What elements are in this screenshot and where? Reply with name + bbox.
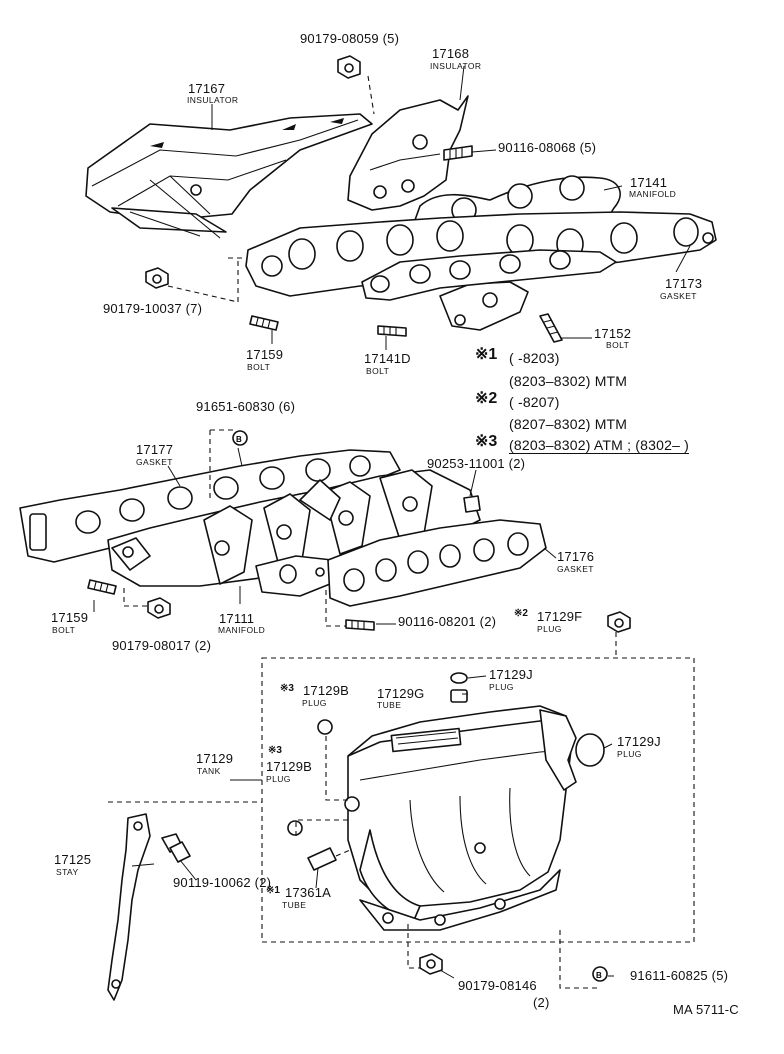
label-17129F-number: 17129F	[537, 609, 583, 624]
label-17173-number: 17173	[665, 276, 703, 291]
label-17129J-top-number: 17129J	[489, 667, 533, 682]
surge-tank-17129-shape	[344, 705, 577, 931]
label-17168-name: INSULATOR	[430, 61, 482, 71]
note-1-line2: (8203–8302) MTM	[509, 373, 628, 389]
label-17173-name: GASKET	[660, 291, 697, 301]
label-90116-08068: 90116-08068 (5)	[498, 140, 597, 155]
label-17159-top-number: 17159	[246, 347, 284, 362]
label-17176-number: 17176	[557, 549, 595, 564]
label-17129B-top-mark: ※3	[280, 683, 294, 694]
label-17141-name: MANIFOLD	[629, 189, 677, 199]
label-17167-number: 17167	[188, 81, 226, 96]
label-91651-60830: 91651-60830 (6)	[196, 399, 296, 414]
diagram-id: MA 5711-C	[673, 1002, 739, 1017]
stay-17125-shape	[107, 813, 191, 1001]
label-17129-number: 17129	[196, 751, 234, 766]
label-17152-number: 17152	[594, 326, 632, 341]
label-17361A-mark: ※1	[266, 885, 280, 896]
label-90179-08017: 90179-08017 (2)	[112, 638, 212, 653]
label-17129J-right-number: 17129J	[617, 734, 661, 749]
insulator-17167-shape	[85, 113, 373, 239]
exhaust-manifold-17141-shape	[245, 175, 717, 331]
intake-manifold-17111-shape	[107, 469, 481, 597]
svg-text:B: B	[236, 435, 242, 444]
label-17129J-top-name: PLUG	[489, 682, 514, 692]
label-90119-10062: 90119-10062 (2)	[173, 875, 272, 890]
top-fasteners	[145, 55, 563, 343]
label-17177-name: GASKET	[136, 457, 173, 467]
note-1-line1: ( -8203)	[509, 350, 560, 366]
note-2-line2: (8207–8302) MTM	[509, 416, 628, 432]
note-3-mark: ※3	[475, 433, 498, 450]
middle-fasteners: B	[87, 430, 631, 633]
note-1-mark: ※1	[475, 346, 498, 363]
label-17111-number: 17111	[219, 611, 255, 626]
label-17129F-name: PLUG	[537, 624, 562, 634]
label-17129-name: TANK	[197, 766, 221, 776]
label-90179-08146-qty: (2)	[533, 995, 550, 1010]
label-90179-10037: 90179-10037 (7)	[103, 301, 203, 316]
label-17129F-mark: ※2	[514, 608, 528, 619]
gasket-17176-shape	[327, 519, 547, 607]
label-17168-number: 17168	[432, 46, 470, 61]
label-17129G-number: 17129G	[377, 686, 425, 701]
label-17159-mid-name: BOLT	[52, 625, 76, 635]
label-90253-11001: 90253-11001 (2)	[427, 456, 526, 471]
note-2-mark: ※2	[475, 390, 498, 407]
label-91611-60825: 91611-60825 (5)	[630, 968, 729, 983]
label-17141D-name: BOLT	[366, 366, 390, 376]
note-3-line1: (8203–8302) ATM ; (8302– )	[509, 437, 690, 454]
gasket-17177-shape	[19, 449, 401, 563]
label-17125-number: 17125	[54, 852, 92, 867]
label-17129B-top-name: PLUG	[302, 698, 327, 708]
label-17177-number: 17177	[136, 442, 174, 457]
gasket-17173-shape	[361, 249, 617, 301]
label-17129B-top-number: 17129B	[303, 683, 350, 698]
label-17159-top-name: BOLT	[247, 362, 271, 372]
label-90179-08146: 90179-08146	[458, 978, 537, 993]
label-17111-name: MANIFOLD	[218, 625, 266, 635]
label-17159-mid-number: 17159	[51, 610, 89, 625]
label-17125-name: STAY	[56, 867, 79, 877]
label-17176-name: GASKET	[557, 564, 594, 574]
label-17129B-mid-mark: ※3	[268, 745, 282, 756]
label-17141D-number: 17141D	[364, 351, 411, 366]
insulator-17168-shape	[347, 95, 469, 211]
label-17129B-mid-number: 17129B	[266, 759, 313, 774]
label-17167-name: INSULATOR	[187, 95, 239, 105]
label-90116-08201: 90116-08201 (2)	[398, 614, 497, 629]
svg-text:B: B	[596, 971, 602, 980]
label-17129B-mid-name: PLUG	[266, 774, 291, 784]
label-90179-08059: 90179-08059 (5)	[300, 31, 400, 46]
tank-fittings: B	[287, 672, 608, 982]
label-17129G-name: TUBE	[377, 700, 402, 710]
label-17141-number: 17141	[630, 175, 668, 190]
label-17361A-number: 17361A	[285, 885, 332, 900]
label-17361A-name: TUBE	[282, 900, 307, 910]
label-17152-name: BOLT	[606, 340, 630, 350]
note-2-line1: ( -8207)	[509, 394, 560, 410]
label-17129J-right-name: PLUG	[617, 749, 642, 759]
